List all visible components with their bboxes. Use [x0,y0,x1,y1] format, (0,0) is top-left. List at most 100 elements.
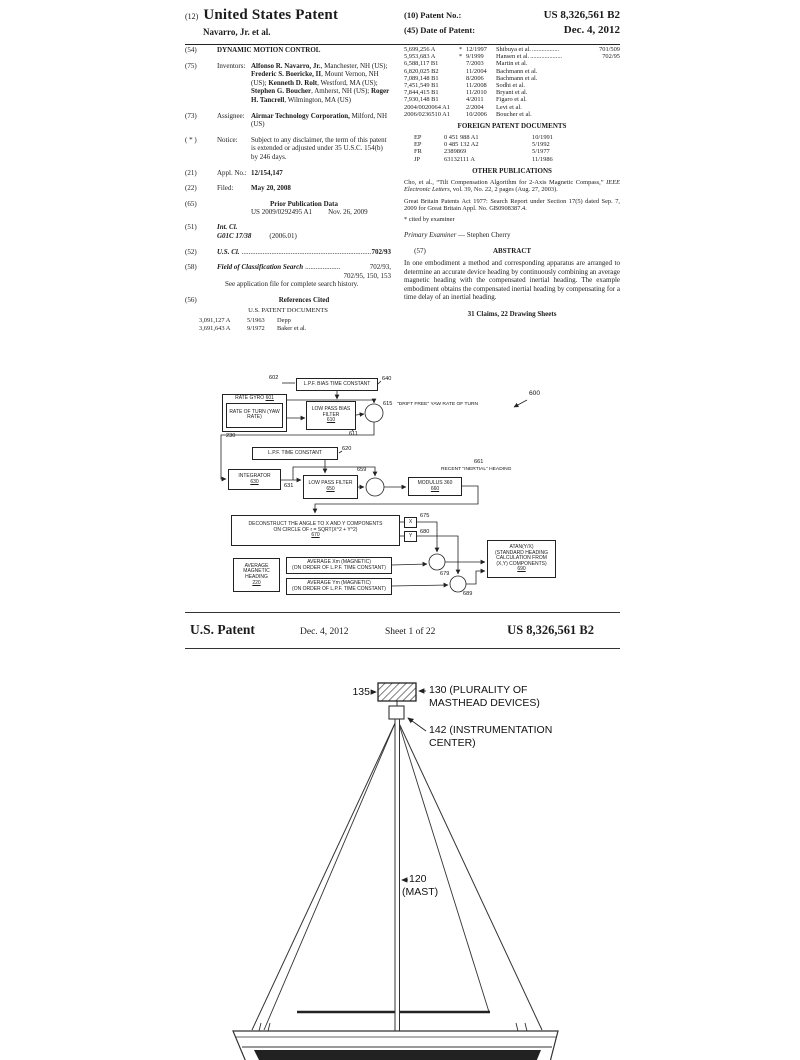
table-row: 7,844,415 B1 11/2010 Bryant et al. [404,89,528,97]
summing-junction-615 [364,403,384,423]
field-22-filed: (22) Filed: May 20, 2008 [185,184,391,193]
table-row: 6,820,025 B2 11/2004 Bachmann et al. [404,67,538,75]
primary-examiner-line: Primary Examiner — Stephen Cherry [404,231,511,240]
table-row: 2006/0236510 A1 10/2006 Boucher et al. [404,110,532,118]
summing-junction-659 [365,477,385,497]
field-52-us-cl: (52) U.S. Cl. ..........................… [185,247,391,256]
references-cited-title: References Cited [278,295,330,304]
summing-junction-679 [428,553,446,571]
table-row: 5,953,683 A * 9/1999 Hansen et al. .....… [404,53,620,61]
mast [394,718,400,1032]
ref-611: 611 [349,431,358,437]
notice-text: Subject to any disclaimer, the term of t… [251,135,387,161]
field-search-text: Field of Classification Search..........… [217,263,391,289]
sheet-header-title: U.S. Patent [190,622,255,637]
diagram-connectors [220,380,528,593]
ref-661: 661 [474,459,484,465]
patent-date-label: (45) Date of Patent: [404,25,476,35]
table-row: FR 2389869 5/1977 [414,148,550,156]
sheet-header-patent-no: US 8,326,561 B2 [507,623,594,637]
ref-142-instrumentation-center: 142 (INSTRUMENTATION CENTER) [429,724,553,749]
kind-code-number: (12) [185,12,199,21]
foreign-patent-documents-list: EP 0 451 988 A1 10/1991 EP 0 485 132 A2 … [404,134,620,163]
table-row: 7,451,549 B1 11/2008 Sodhi et al. [404,82,525,90]
table-row: EP 0 485 132 A2 5/1992 [414,141,550,149]
box-y-component: Y [404,531,417,542]
field-21-appl-no: (21) Appl. No.: 12/154,147 [185,169,391,178]
page2-bottom-rule [185,648,620,649]
ref-135-masthead: 135 [352,686,370,698]
ref-675: 675 [420,513,430,519]
sheet-header: U.S. Patent Dec. 4, 2012 Sheet 1 of 22 U… [185,622,620,638]
ref-615: 615 [383,401,393,407]
field-notice: ( * ) Notice: Subject to any disclaimer,… [185,136,391,162]
header-left: (12) United States Patent Navarro, Jr. e… [185,7,397,39]
table-row: 7,089,148 B1 8/2006 Bachmann et al. [404,74,538,82]
prior-pub-title: Prior Publication Data [270,199,338,208]
table-row: 5,699,256 A * 12/1997 Shibuya et al. ...… [404,46,620,53]
prior-pub-line: US 2009/0292495 A1 Nov. 26, 2009 [251,208,368,217]
filed-value: May 20, 2008 [251,184,291,193]
leader-142 [407,717,427,732]
ref-130-plurality-of-masthead-devices: 130 (PLURALITY OF MASTHEAD DEVICES) [429,684,540,709]
ref-689: 689 [463,591,473,597]
first-named-inventor: Navarro, Jr. et al. [203,27,271,37]
cited-by-examiner-note: * cited by examiner [404,216,455,224]
box-average-xm: AVERAGE Xm (MAGNETIC)(ON ORDER OF L.P.F.… [286,557,392,574]
us-patent-documents-list-left: 3,091,127 A 5/1963 Depp 3,691,643 A 9/19… [185,317,391,331]
publication-cho: Cho, et al., “Tilt Compensation Algorith… [404,178,620,194]
ref-600-figure-number: 600 [529,390,541,397]
field-75-inventors: (75) Inventors: Alfonso R. Navarro, Jr.,… [185,61,390,104]
box-lpf-time-constant: L.P.F. TIME CONSTANT [252,447,338,460]
ref-120-mast-word: (MAST) [402,886,439,898]
patent-number-label: (10) Patent No.: [404,10,462,20]
us-patent-documents-title: U.S. PATENT DOCUMENTS [248,307,328,315]
us-patent-documents-list-right: 5,699,256 A * 12/1997 Shibuya et al. ...… [404,46,620,118]
ref-631: 631 [284,483,294,489]
mainsail-leech-line [397,720,490,1013]
int-cl-text: Int. Cl. G01C 17/38(2006.01) [217,223,297,240]
page2-top-rule [185,612,620,613]
other-publications-title: OTHER PUBLICATIONS [472,166,552,175]
label-drift-free-yaw-rate: "DRIFT FREE" YAW RATE OF TURN [397,402,479,407]
publication-gb-search-report: Great Britain Patents Act 1977: Search R… [404,197,620,213]
box-rate-gyro: RATE GYRO 601 RATE OF TURN (YAW RATE) [222,394,287,432]
patent-date-value: Dec. 4, 2012 [563,24,620,36]
field-65-prior-pub: (65) Prior Publication Data [185,200,391,209]
label-recent-inertial-heading: RECENT "INERTIAL" HEADING [441,467,512,472]
ref-602: 602 [269,375,279,381]
instrumentation-center-box [388,705,405,720]
forestay-line [251,720,397,1031]
masthead-devices-box [377,682,417,702]
patent-front-header: (12) United States Patent Navarro, Jr. e… [185,7,620,45]
abstract-text: In one embodiment a method and correspon… [404,259,620,302]
box-rate-of-turn: RATE OF TURN (YAW RATE) [226,402,283,428]
sheet-number: Sheet 1 of 22 [385,627,436,637]
left-column: (54) DYNAMIC MOTION CONTROL (75) Invento… [185,46,391,373]
table-row: 6,588,117 B1 7/2003 Martin et al. [404,60,528,68]
foreign-patent-documents-title: FOREIGN PATENT DOCUMENTS [457,122,567,131]
table-row: EP 0 451 988 A1 10/1991 [414,134,553,142]
backstay-line [397,720,543,1031]
table-row: 3,691,643 A 9/1972 Baker et al. [199,324,307,332]
hull-waterline-band [254,1050,541,1060]
field-54-title: (54) DYNAMIC MOTION CONTROL [185,46,391,55]
ref-230: 230 [226,433,236,439]
appl-no-value: 12/154,147 [251,168,283,177]
table-row: JP 63132111 A 11/1986 [414,155,553,163]
header-right: (10) Patent No.: US 8,326,561 B2 (45) Da… [404,7,620,39]
us-cl-text: U.S. Cl. ...............................… [217,247,391,256]
ref-680: 680 [420,529,430,535]
table-row: 3,091,127 A 5/1963 Depp [199,317,291,325]
right-column: 5,699,256 A * 12/1997 Shibuya et al. ...… [404,46,620,373]
table-row: 7,930,148 B1 4/2011 Figaro et al. [404,96,527,104]
box-average-ym: AVERAGE Ym (MAGNETIC)(ON ORDER OF L.P.F.… [286,578,392,595]
field-73-assignee: (73) Assignee: Airmar Technology Corpora… [185,112,391,129]
assignee-text: Airmar Technology Corporation, Milford, … [251,111,387,129]
patent-number-value: US 8,326,561 B2 [543,9,620,21]
